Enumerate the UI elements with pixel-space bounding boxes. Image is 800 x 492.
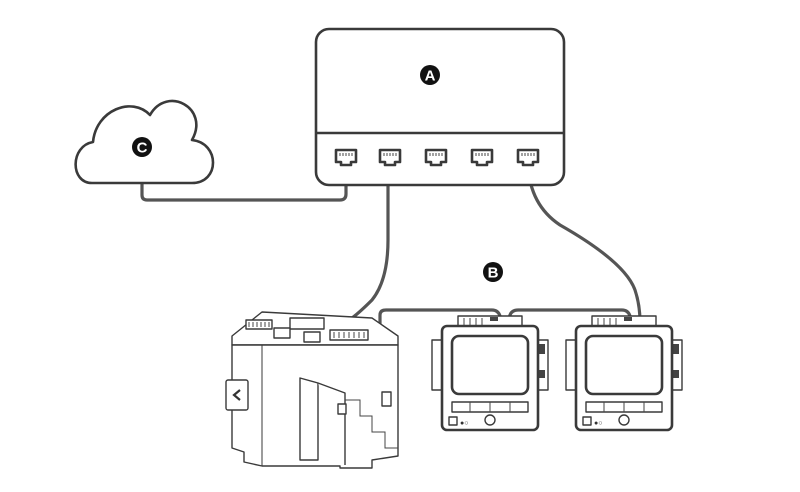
gateway-rj45-port <box>303 331 321 343</box>
switch-body <box>314 27 566 187</box>
gateway-device <box>225 311 399 469</box>
gateway-module-face <box>299 377 319 461</box>
gateway-stepped-profile <box>345 399 398 449</box>
gateway-side-panel <box>225 379 249 411</box>
cloud-label-badge <box>132 137 152 157</box>
meter-knob <box>484 414 496 426</box>
gateway-side-clip <box>381 391 392 407</box>
ethernet-port-1 <box>334 148 358 167</box>
meter-left-bracket <box>431 339 443 391</box>
gateway-side-clip <box>337 403 347 415</box>
switch-label: A <box>425 68 436 85</box>
router-to-meter-cable <box>526 163 642 324</box>
cables <box>140 163 642 332</box>
cloud-label: C <box>137 140 148 157</box>
daisy-chain-label-badge <box>483 262 503 282</box>
switch-label-badge <box>420 65 440 85</box>
ethernet-port-icon <box>378 148 402 167</box>
meter-knob <box>618 414 630 426</box>
ethernet-port-icon <box>424 148 448 167</box>
power-meter-2: ●○ <box>565 315 683 432</box>
meter1-to-meter2-cable <box>506 308 634 324</box>
cloud-device: C <box>74 99 215 185</box>
gateway-terminal-block <box>245 319 273 330</box>
ethernet-port-4 <box>470 148 494 167</box>
ethernet-port-3 <box>424 148 448 167</box>
gateway-to-meter1-cable <box>378 308 504 332</box>
daisy-chain-label-group: B <box>483 262 503 282</box>
meter-screen <box>584 334 664 396</box>
ethernet-port-2 <box>378 148 402 167</box>
daisy-chain-label: B <box>488 265 499 282</box>
cloud-to-router-cable <box>140 163 348 202</box>
meter-logo <box>582 416 592 426</box>
ethernet-port-icon <box>334 148 358 167</box>
meter-left-bracket <box>565 339 577 391</box>
gateway-rj45-port <box>273 327 291 339</box>
router-to-gateway-cable <box>350 163 390 320</box>
ethernet-port-5 <box>516 148 540 167</box>
meter-logo <box>448 416 458 426</box>
network-switch: A <box>314 27 566 187</box>
ethernet-port-icon <box>470 148 494 167</box>
power-meter-1: ●○ <box>431 315 549 432</box>
chevron-left-icon <box>232 389 241 401</box>
meter-screen <box>450 334 530 396</box>
ethernet-port-icon <box>516 148 540 167</box>
meter-indicator-glyph: ●○ <box>460 420 468 427</box>
meter-indicator-glyph: ●○ <box>594 420 602 427</box>
gateway-terminal-block <box>289 317 325 330</box>
